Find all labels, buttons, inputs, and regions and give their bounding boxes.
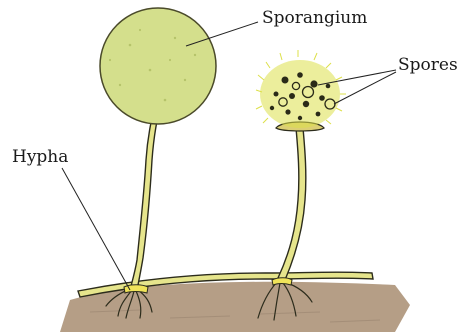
spores-leader-line-lower: [334, 72, 396, 104]
spores-label: Spores: [398, 57, 458, 74]
hypha-label: Hypha: [12, 149, 68, 166]
sporangium: [100, 8, 216, 124]
spore-mass: [256, 50, 346, 128]
hypha-leader-line: [62, 168, 130, 290]
right-stalk: [278, 128, 306, 280]
sporangium-label: Sporangium: [262, 10, 367, 27]
